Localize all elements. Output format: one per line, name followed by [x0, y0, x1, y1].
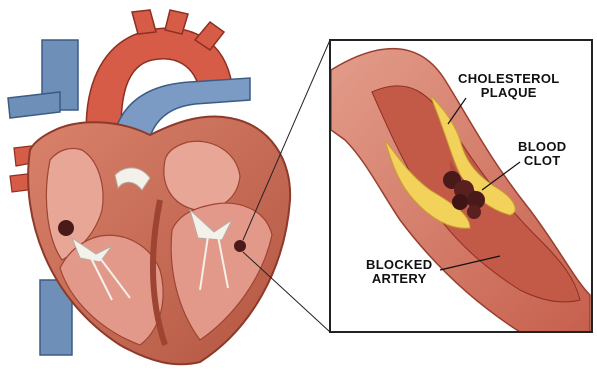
heart: [8, 10, 290, 364]
clot-heart-right: [234, 240, 246, 252]
label-blocked-artery: BLOCKED ARTERY: [366, 258, 432, 286]
label-cholesterol-plaque: CHOLESTEROL PLAQUE: [458, 72, 560, 100]
label-blood-clot: BLOOD CLOT: [518, 140, 566, 168]
clot-heart-left: [58, 220, 74, 236]
right-ventricle: [60, 235, 163, 345]
